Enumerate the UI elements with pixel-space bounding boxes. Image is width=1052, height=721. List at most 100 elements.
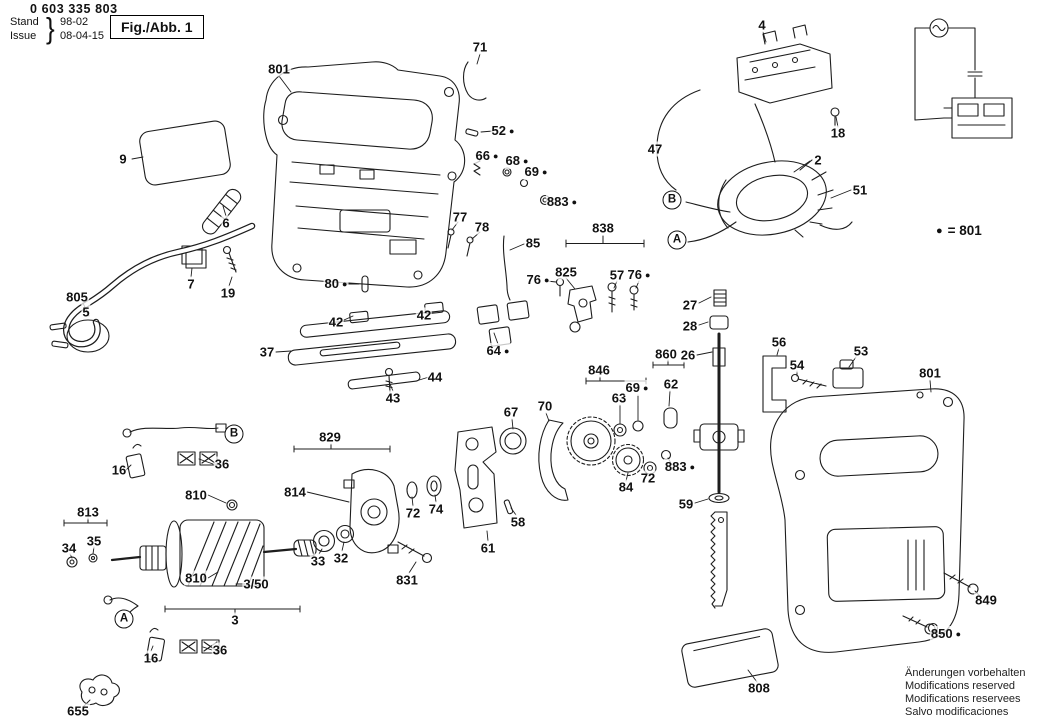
- part-label-883: 883●: [545, 194, 579, 210]
- part-label-16: 16: [142, 650, 160, 666]
- part-label-825: 825: [554, 264, 578, 280]
- part-label-18: 18: [829, 125, 847, 141]
- footer-note-line: Modifications reservees: [905, 693, 1021, 705]
- part-label-883: 883●: [663, 459, 697, 475]
- ref-dot-icon: ●: [493, 151, 499, 161]
- cord-grommet-drawing: [181, 188, 242, 273]
- part-label-2: 2: [813, 152, 823, 168]
- field-coil-drawing: [685, 103, 853, 243]
- ref-dot-icon: ●: [523, 156, 529, 166]
- armature-drawing: [66, 499, 355, 588]
- ref-dot-icon: ●: [689, 462, 696, 472]
- stand-label: Stand: [10, 16, 39, 28]
- part-label-805: 805: [65, 289, 89, 305]
- part-label-85: 85: [524, 235, 542, 251]
- part-label-16: 16: [110, 462, 128, 478]
- left-housing-drawing: [263, 61, 466, 288]
- part-label-810: 810: [184, 570, 208, 586]
- part-label-27: 27: [681, 297, 699, 313]
- switch-assembly-drawing: [656, 24, 840, 191]
- part-label-829: 829: [318, 429, 342, 445]
- part-label-71: 71: [471, 39, 489, 55]
- part-label-6: 6: [221, 215, 231, 231]
- part-label-72: 72: [639, 470, 657, 486]
- part-label-64: 64●: [485, 343, 511, 359]
- part-label-A: A: [114, 609, 134, 629]
- part-label-26: 26: [679, 347, 697, 363]
- issue-label: Issue: [10, 30, 37, 42]
- brush-holders-top-drawing: [122, 423, 227, 479]
- ref-dot-icon: ●: [509, 126, 515, 136]
- ref-dot-icon: ●: [645, 270, 651, 280]
- part-label-63: 63: [610, 390, 628, 406]
- footer-note-line: Salvo modificaciones: [905, 706, 1009, 718]
- cord-clip-drawing: [79, 674, 120, 706]
- part-label-36: 36: [213, 456, 231, 472]
- part-label-44: 44: [426, 369, 444, 385]
- part-label-80: 80●: [323, 276, 349, 292]
- part-label-814: 814: [283, 484, 307, 500]
- ref-dot-icon: ●: [542, 167, 548, 177]
- ref-dot-icon: ●: [342, 279, 348, 289]
- header-brace: }: [46, 10, 55, 46]
- right-housing-drawing: [770, 388, 979, 653]
- part-label-69: 69●: [523, 164, 549, 180]
- guide-bracket-drawing: [762, 355, 864, 413]
- part-label-838: 838: [591, 220, 615, 236]
- part-label-66: 66●: [474, 148, 500, 164]
- part-label-42: 42: [327, 314, 345, 330]
- part-label-42: 42: [415, 307, 433, 323]
- part-label-655: 655: [66, 703, 90, 719]
- part-label-7: 7: [186, 276, 196, 292]
- part-label-32: 32: [332, 550, 350, 566]
- part-label-52: 52●: [490, 123, 516, 139]
- power-cord-drawing: [49, 222, 256, 353]
- part-label-3-50: 3/50: [242, 576, 270, 592]
- legend-dot-icon: ●: [936, 225, 943, 237]
- part-label-35: 35: [85, 533, 103, 549]
- ref-dot-icon: ●: [544, 275, 550, 285]
- part-label-69: 69●: [624, 380, 650, 396]
- part-label-860: 860: [654, 346, 678, 362]
- part-label-51: 51: [851, 182, 869, 198]
- footer-note-line: Modifications reserved: [905, 680, 1016, 692]
- small-parts-drawing: [361, 61, 565, 301]
- legend: ● = 801: [936, 223, 982, 238]
- part-label-78: 78: [473, 219, 491, 235]
- part-label-4: 4: [757, 17, 767, 33]
- document-code: 0 603 335 803: [30, 2, 118, 16]
- part-label-62: 62: [662, 376, 680, 392]
- roller-bracket-drawing: [567, 282, 639, 333]
- ref-dot-icon: ●: [571, 197, 578, 207]
- part-label-801: 801: [267, 61, 291, 77]
- group-brackets: [63, 235, 685, 615]
- part-label-34: 34: [60, 540, 78, 556]
- part-label-801: 801: [918, 365, 942, 381]
- part-label-53: 53: [852, 343, 870, 359]
- part-label-9: 9: [118, 151, 128, 167]
- footer-note-line: Änderungen vorbehalten: [905, 667, 1026, 679]
- brush-holders-bottom-drawing: [103, 595, 220, 662]
- part-label-B: B: [224, 424, 244, 444]
- cover-808-drawing: [681, 628, 779, 688]
- part-label-813: 813: [76, 504, 100, 520]
- issue-value: 08-04-15: [60, 30, 105, 42]
- cover-plate-drawing: [139, 120, 231, 186]
- part-label-67: 67: [502, 404, 520, 420]
- part-label-849: 849: [974, 592, 998, 608]
- part-label-808: 808: [747, 680, 771, 696]
- part-label-810: 810: [184, 487, 208, 503]
- ref-dot-icon: ●: [955, 629, 962, 639]
- plunger-blade-drawing: [693, 289, 745, 609]
- part-label-58: 58: [509, 514, 527, 530]
- part-label-5: 5: [81, 304, 91, 320]
- part-label-59: 59: [677, 496, 695, 512]
- ref-dot-icon: ●: [504, 346, 510, 356]
- part-label-77: 77: [451, 209, 469, 225]
- part-label-3: 3: [230, 612, 240, 628]
- legend-text: = 801: [947, 223, 982, 238]
- part-label-36: 36: [211, 642, 229, 658]
